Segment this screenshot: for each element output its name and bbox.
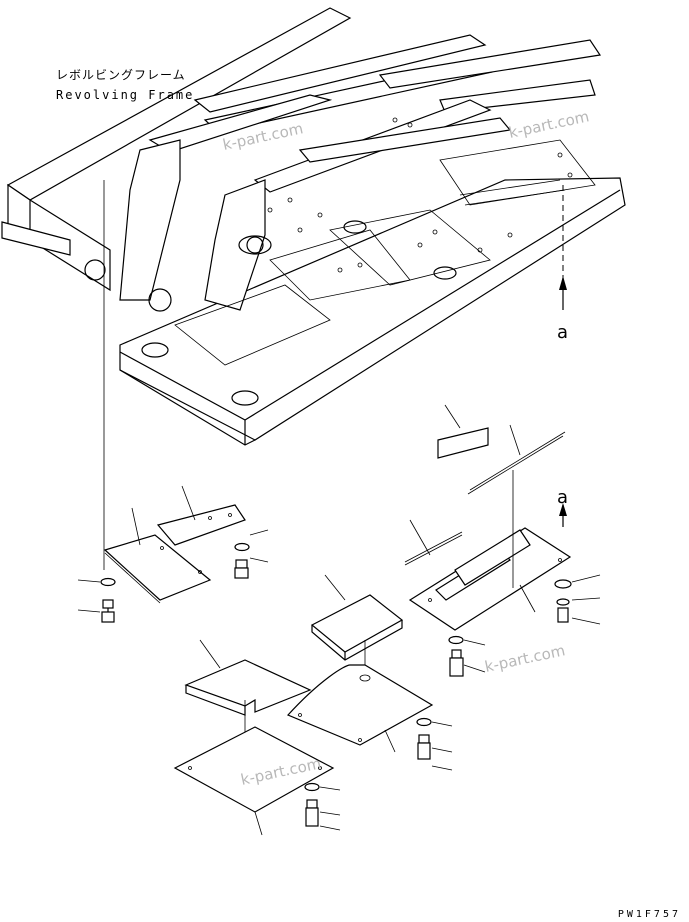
revolving-frame — [1, 7, 626, 570]
view-arrow-lower — [559, 503, 567, 527]
frame-label-japanese: レボルビングフレーム — [56, 68, 186, 82]
under-cover-bottom — [173, 639, 335, 836]
view-arrow-upper — [559, 185, 567, 310]
bolt-washer-set-2 — [448, 574, 601, 677]
bolt-washer-set-1 — [77, 529, 269, 623]
drawing-code: PW1F757 — [617, 909, 681, 920]
view-label-lower: a — [557, 487, 568, 508]
under-cover-left — [103, 485, 246, 604]
watermark-2: k-part.com — [507, 107, 591, 142]
under-cover-center — [286, 574, 434, 753]
bolt-washer-set-3 — [416, 717, 453, 771]
under-cover-right — [404, 404, 572, 631]
watermark-3: k-part.com — [483, 641, 567, 676]
view-label-upper: a — [557, 322, 568, 343]
frame-label-english: Revolving Frame — [56, 88, 195, 102]
bolt-washer-set-4 — [304, 782, 341, 831]
